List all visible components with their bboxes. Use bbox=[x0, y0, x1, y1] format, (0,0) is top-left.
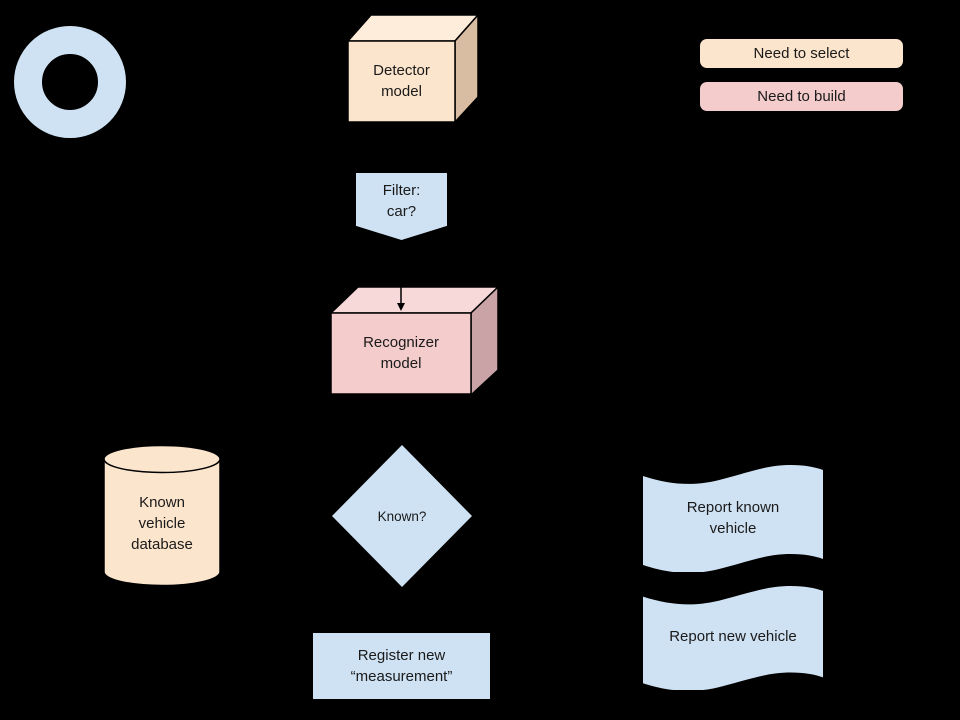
filter-car-shape bbox=[356, 173, 447, 240]
report-new-vehicle-label: Report new vehicle bbox=[669, 628, 797, 645]
recognizer-box-front-face bbox=[330, 312, 472, 395]
legend-need-to-select-label: Need to select bbox=[753, 45, 850, 62]
recognizer-model-label: Recognizer model bbox=[363, 334, 439, 372]
legend-need-to-build-label: Need to build bbox=[757, 88, 846, 105]
report-new-vehicle-flag bbox=[643, 585, 823, 690]
recognizer-box-top-face bbox=[330, 286, 500, 314]
cylinder-top bbox=[103, 444, 221, 474]
legend-need-to-build: Need to build bbox=[700, 82, 903, 111]
legend-need-to-select: Need to select bbox=[700, 39, 903, 68]
detector-box-front-face bbox=[347, 40, 456, 123]
recognizer-input-arrow bbox=[397, 285, 405, 311]
cylinder-body bbox=[103, 459, 221, 587]
known-decision-label: Known? bbox=[377, 509, 427, 524]
flag-shape bbox=[643, 585, 823, 690]
detector-model-box bbox=[347, 13, 480, 124]
report-known-vehicle-label: Report known vehicle bbox=[686, 499, 780, 537]
filter-car-label: Filter: car? bbox=[382, 182, 421, 220]
known-vehicle-database-label: Known vehicle database bbox=[131, 494, 193, 553]
known-vehicle-database-cylinder bbox=[103, 444, 221, 587]
flag-shape bbox=[643, 465, 823, 572]
register-new-measurement-box bbox=[313, 633, 490, 699]
report-known-vehicle-flag bbox=[643, 465, 823, 572]
detector-model-label: Detector model bbox=[373, 62, 430, 100]
register-new-measurement-label: Register new “measurement” bbox=[350, 647, 453, 685]
start-donut-shape bbox=[14, 26, 126, 138]
recognizer-model-box bbox=[330, 285, 500, 397]
